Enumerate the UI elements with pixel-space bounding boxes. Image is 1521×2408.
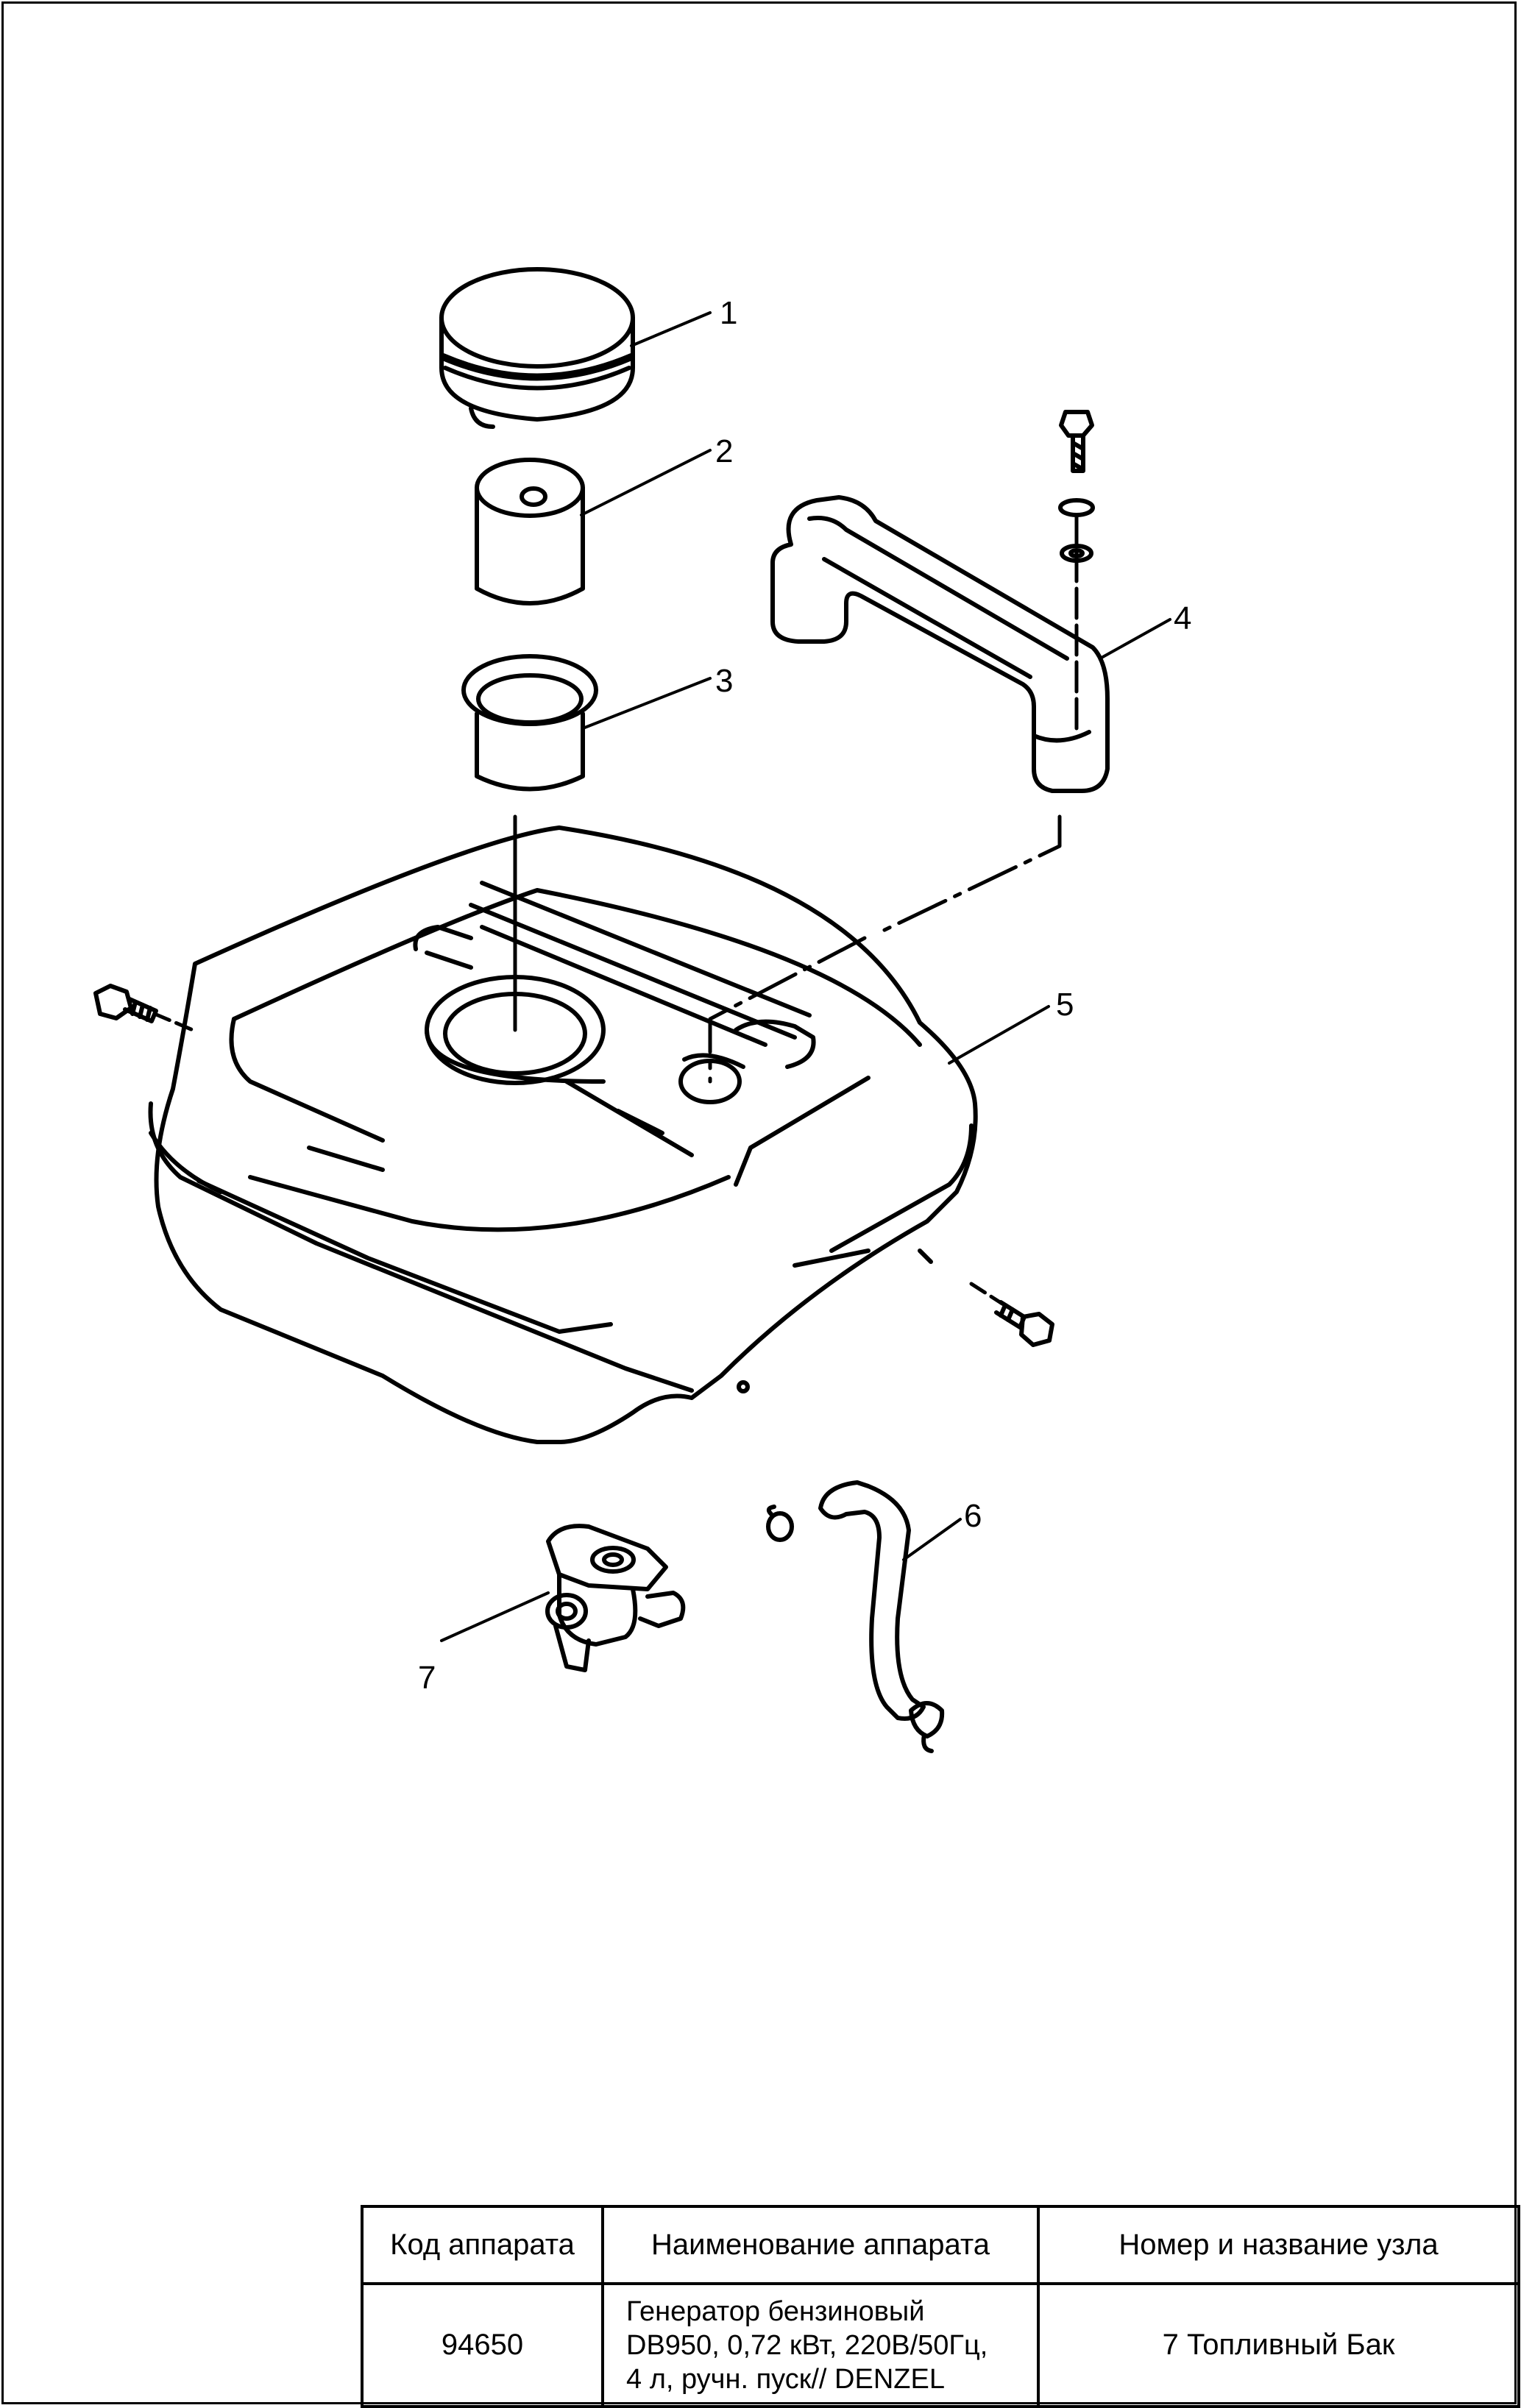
- fuel-cap: [439, 267, 635, 429]
- fuel-strainer: [475, 458, 585, 605]
- device-name: Генератор бензиновый DB950, 0,72 кВт, 22…: [601, 2282, 1040, 2408]
- leader-lines: [440, 311, 1171, 1642]
- callout-7: 7: [418, 1660, 436, 1696]
- header-unit-name: Номер и название узла: [1037, 2205, 1520, 2285]
- title-block-table: Код аппарата Наименование аппарата Номер…: [361, 2205, 1520, 2408]
- left-mounting-bolt: [93, 984, 158, 1023]
- callout-1: 1: [720, 295, 737, 331]
- assembly-lines: [152, 513, 1079, 1306]
- callout-3: 3: [715, 663, 733, 699]
- right-mounting-bolt: [994, 1300, 1054, 1347]
- fuel-cock: [545, 1524, 686, 1672]
- header-device-name: Наименование аппарата: [601, 2205, 1040, 2285]
- filler-neck-ring: [461, 654, 598, 792]
- title-block-value-row: 94650 Генератор бензиновый DB950, 0,72 к…: [361, 2282, 1520, 2408]
- callout-2: 2: [715, 433, 733, 469]
- callout-5: 5: [1056, 987, 1074, 1023]
- title-block-header-row: Код аппарата Наименование аппарата Номер…: [361, 2205, 1520, 2285]
- tank-handle: [770, 495, 1110, 793]
- unit-name: 7 Топливный Бак: [1037, 2282, 1520, 2408]
- header-device-code: Код аппарата: [361, 2205, 604, 2285]
- fuel-tank-body: [148, 825, 978, 1444]
- callout-6: 6: [964, 1498, 982, 1534]
- callout-4: 4: [1174, 600, 1191, 636]
- device-code: 94650: [361, 2282, 604, 2408]
- fuel-hose: [766, 1480, 945, 1753]
